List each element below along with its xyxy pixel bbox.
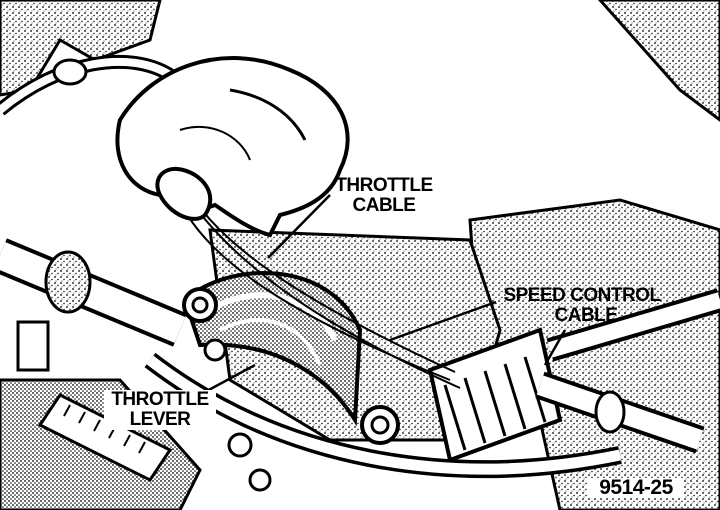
hand-finger-line (179, 125, 251, 161)
bottom-bolt-2 (248, 468, 272, 492)
right-upper-part (597, 0, 720, 122)
left-sensor (16, 320, 50, 372)
throttle-lever-label-line1: THROTTLE (111, 389, 209, 410)
speed-control-leader-2 (543, 329, 567, 366)
throttle-cable-housing-inner (547, 292, 720, 358)
hand-knuckle-shading (229, 88, 307, 141)
speed-control-cable-end (594, 390, 626, 434)
throttle-cable-label-line1: THROTTLE (335, 175, 433, 196)
throttle-lever-highlight-2 (219, 318, 322, 366)
left-fitting (52, 58, 88, 86)
throttle-cable-wire-3 (189, 199, 461, 389)
speed-control-cable-label: SPEED CONTROL CABLE (492, 286, 672, 326)
hand-thumb (155, 167, 213, 221)
housing-bolt-inner (370, 415, 390, 435)
throttle-cable-label-line2: CABLE (352, 195, 416, 216)
figure-number: 9514-25 (588, 477, 684, 498)
tube-end-fitting (44, 250, 92, 314)
throttle-lever-leader (204, 363, 256, 394)
throttle-lever (182, 270, 363, 427)
throttle-cable-leader (267, 194, 331, 259)
pivot-bolt-inner (191, 296, 209, 314)
throttle-lever-label: THROTTLE LEVER (104, 390, 216, 430)
lower-bolt (203, 338, 227, 362)
throttle-cable-label: THROTTLE CABLE (328, 176, 440, 216)
ruler-part (37, 393, 173, 482)
left-hose-inner (0, 57, 173, 114)
hand (115, 56, 350, 238)
upper-left-engine-part (0, 0, 162, 97)
speed-control-cable-label-line1: SPEED CONTROL (503, 285, 661, 306)
speed-control-leader (389, 300, 497, 342)
speed-control-cable-label-line2: CABLE (554, 305, 618, 326)
throttle-lever-label-line2: LEVER (129, 409, 191, 430)
bottom-bolt (227, 432, 253, 458)
